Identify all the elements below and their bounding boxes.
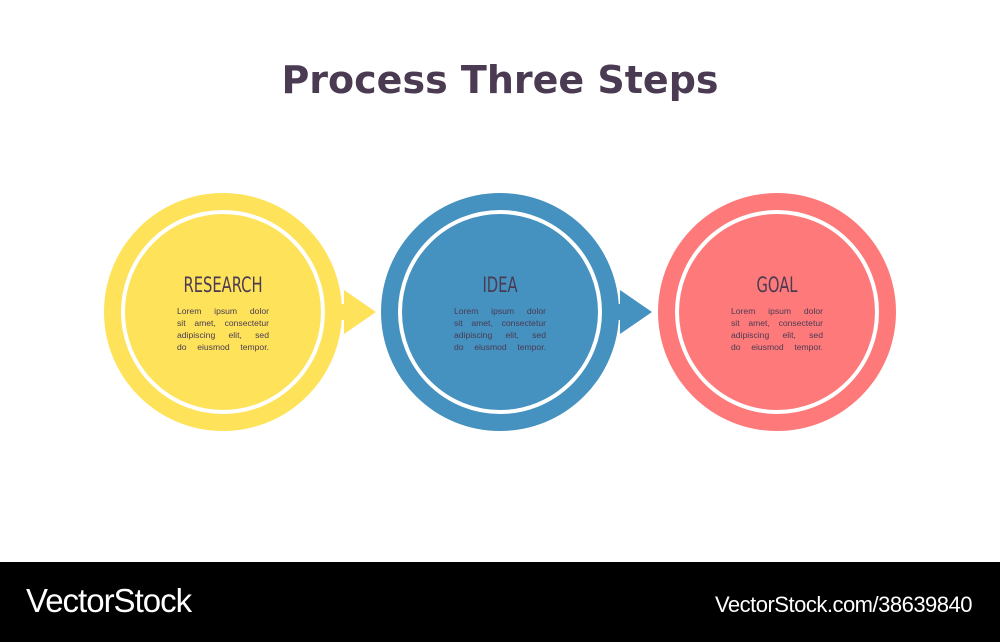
brand-logo: VectorStock	[26, 582, 192, 619]
description-line: Lorem ipsum dolor	[177, 306, 269, 316]
inner-ring	[121, 210, 325, 414]
step-title: GOAL	[756, 273, 798, 297]
description-line: adipiscing elit, sed	[454, 330, 546, 340]
step-title: IDEA	[482, 273, 518, 297]
description-line: do eiusmod tempor.	[177, 342, 269, 352]
description-line: do eiusmod tempor.	[731, 342, 823, 352]
step-description: Lorem ipsum dolor sit amet, consectetur …	[177, 305, 269, 353]
description-line: Lorem ipsum dolor	[731, 306, 823, 316]
description-line: adipiscing elit, sed	[731, 330, 823, 340]
description-line: sit amet, consectetur	[731, 318, 823, 328]
step-goal: GOAL Lorem ipsum dolor sit amet, consect…	[658, 193, 896, 431]
description-line: sit amet, consectetur	[454, 318, 546, 328]
inner-ring	[398, 210, 602, 414]
inner-ring	[675, 210, 879, 414]
step-description: Lorem ipsum dolor sit amet, consectetur …	[454, 305, 546, 353]
page-title: Process Three Steps	[281, 58, 719, 102]
description-line: sit amet, consectetur	[177, 318, 269, 328]
arrow-right-icon	[330, 290, 376, 334]
step-research: RESEARCH Lorem ipsum dolor sit amet, con…	[104, 193, 342, 431]
image-reference: VectorStock.com/38639840	[714, 592, 973, 617]
description-line: adipiscing elit, sed	[177, 330, 269, 340]
watermark-footer: VectorStock VectorStock.com/38639840	[0, 562, 1000, 642]
step-title: RESEARCH	[183, 273, 263, 297]
description-line: Lorem ipsum dolor	[454, 306, 546, 316]
step-description: Lorem ipsum dolor sit amet, consectetur …	[731, 305, 823, 353]
arrow-right-icon	[606, 290, 652, 334]
description-line: do eiusmod tempor.	[454, 342, 546, 352]
step-idea: IDEA Lorem ipsum dolor sit amet, consect…	[381, 193, 619, 431]
